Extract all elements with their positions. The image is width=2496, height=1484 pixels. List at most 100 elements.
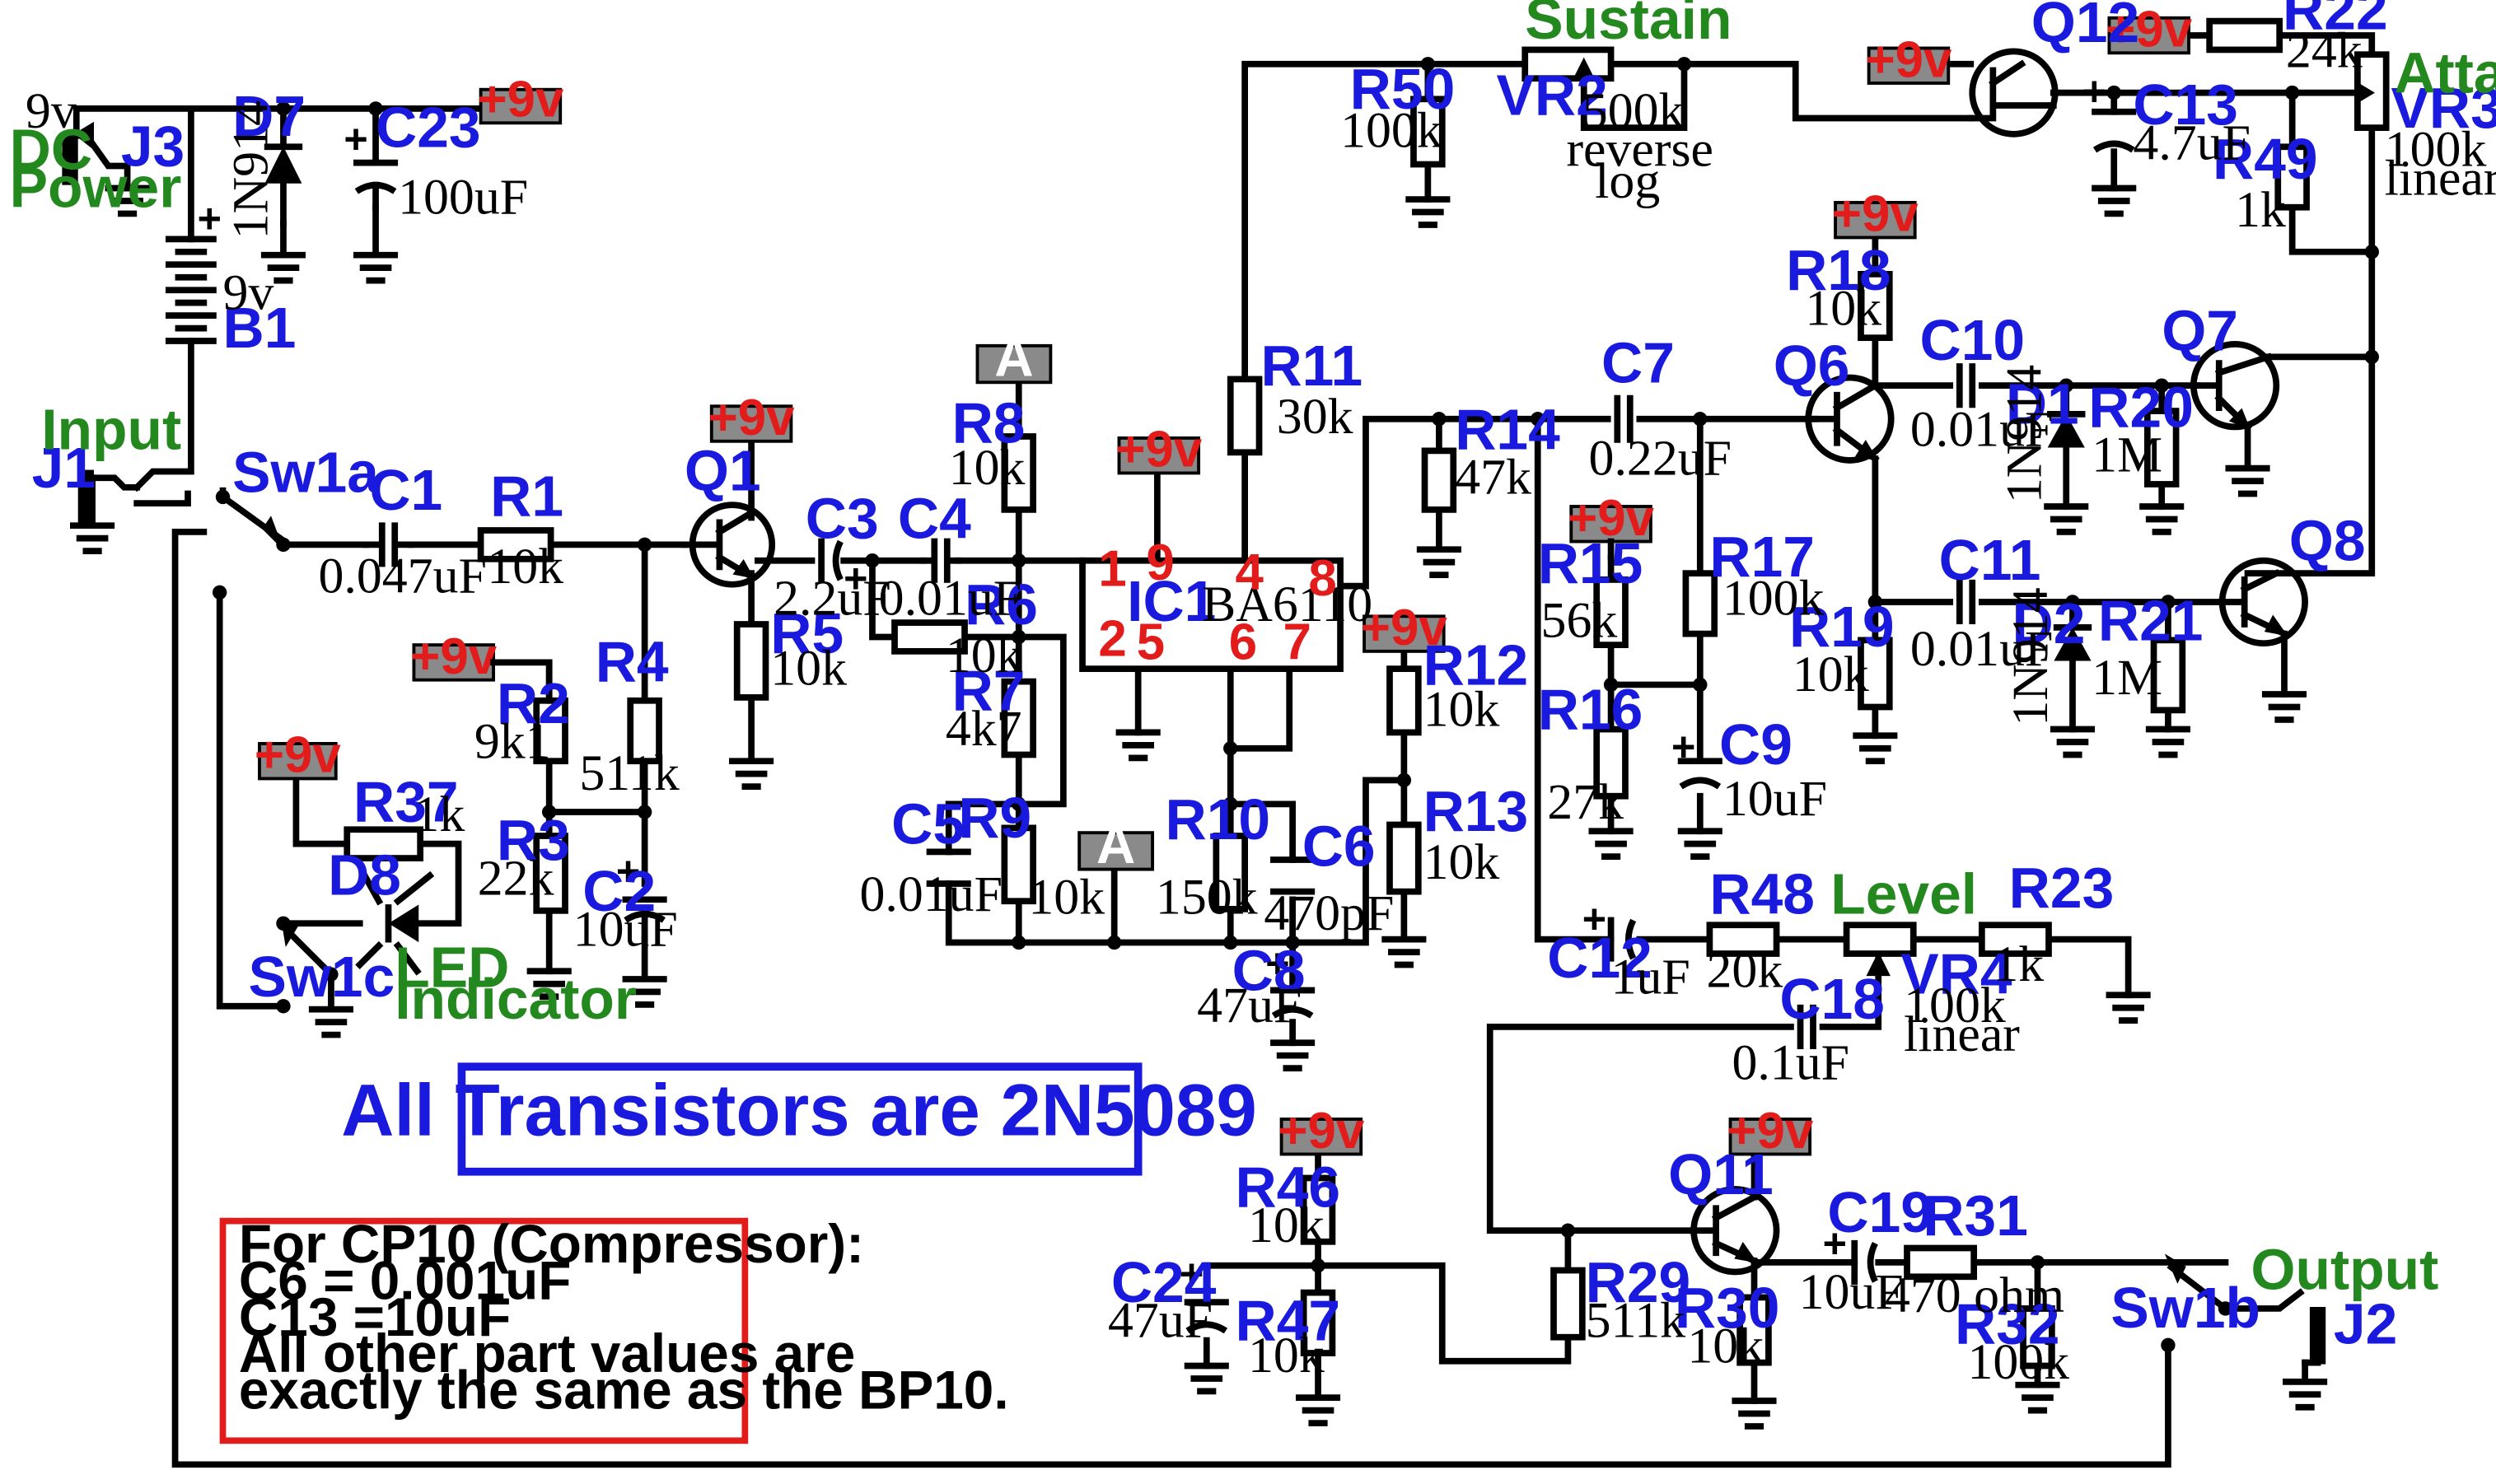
svg-text:47uF: 47uF — [1108, 1293, 1213, 1349]
svg-text:For CP10 (Compressor):: For CP10 (Compressor): — [239, 1214, 864, 1274]
svg-text:10k: 10k — [1423, 834, 1500, 890]
svg-text:+: + — [1582, 896, 1606, 942]
svg-text:R23: R23 — [2009, 856, 2115, 920]
capacitor-C18 — [1797, 1004, 1816, 1049]
svg-text:+9v: +9v — [1727, 1103, 1813, 1160]
svg-text:Q11: Q11 — [1668, 1142, 1774, 1206]
svg-text:C13: C13 — [2133, 72, 2238, 137]
rail-9v-q11: +9v — [1727, 1103, 1813, 1160]
jacks-switches: + — [62, 121, 2326, 1366]
svg-text:47uF: 47uF — [1197, 978, 1302, 1034]
svg-text:J3: J3 — [121, 114, 185, 178]
capacitor-C8: + — [1265, 940, 1316, 1019]
resistor-R48 — [1706, 922, 1780, 957]
rail-9v-r22: +9v — [2106, 2, 2192, 58]
svg-text:R12: R12 — [1423, 632, 1529, 697]
resistor-R18 — [1858, 271, 1893, 342]
svg-text:R32: R32 — [1955, 1291, 2060, 1356]
svg-text:R4: R4 — [596, 630, 669, 694]
svg-text:+: + — [1265, 940, 1289, 987]
ground-icon — [1270, 1039, 1316, 1072]
ground-icon — [2092, 184, 2137, 217]
svg-text:R7: R7 — [952, 658, 1026, 722]
svg-text:C6 = 0.001uF: C6 = 0.001uF — [239, 1250, 571, 1310]
led-D8 — [355, 868, 435, 976]
svg-text:R11: R11 — [1260, 334, 1363, 398]
svg-text:100k: 100k — [2385, 121, 2487, 177]
ground-icon — [308, 1006, 353, 1038]
potentiometer-VR2 — [1521, 46, 1615, 82]
svg-text:4k7: 4k7 — [946, 701, 1022, 757]
rail-9v-r2: +9v — [410, 628, 553, 704]
resistor-R12 — [1386, 665, 1422, 736]
svg-text:10k: 10k — [770, 640, 847, 696]
svg-text:R20: R20 — [2088, 375, 2194, 439]
svg-text:R30: R30 — [1675, 1276, 1780, 1340]
svg-text:Q1: Q1 — [685, 439, 761, 503]
resistor-R49 — [2274, 143, 2310, 211]
svg-text:0.22uF: 0.22uF — [1589, 430, 1732, 486]
ground-icon — [2015, 1381, 2060, 1414]
svg-text:+9v: +9v — [1568, 490, 1654, 547]
ic-part: BA6110 — [1202, 576, 1372, 632]
diode-D1 — [2047, 411, 2086, 448]
resistor-R3 — [533, 833, 568, 914]
svg-text:C10: C10 — [1919, 308, 2025, 372]
ground-icon — [2050, 726, 2096, 758]
svg-text:J2: J2 — [2334, 1291, 2397, 1356]
svg-text:+: + — [2082, 68, 2106, 114]
svg-text:A: A — [994, 328, 1033, 388]
switch-Sw1b — [2164, 1253, 2230, 1314]
svg-text:Q12: Q12 — [2031, 0, 2139, 54]
svg-text:R15: R15 — [1538, 531, 1643, 595]
svg-text:Level: Level — [1830, 862, 1977, 926]
svg-text:1N914: 1N914 — [223, 100, 279, 239]
svg-text:R13: R13 — [1423, 779, 1529, 843]
svg-text:R29: R29 — [1586, 1250, 1691, 1314]
ground-icon — [353, 203, 399, 284]
svg-text:D2: D2 — [2012, 591, 2086, 656]
svg-text:reverse: reverse — [1566, 121, 1713, 177]
svg-text:C8: C8 — [1232, 938, 1306, 1002]
transistor-note-text: All Transistors are 2N5089 — [341, 1069, 1257, 1150]
svg-text:R50: R50 — [1350, 57, 1456, 121]
svg-text:10k: 10k — [946, 628, 1022, 684]
capacitor-C4 — [919, 538, 962, 583]
svg-text:R3: R3 — [497, 808, 570, 872]
svg-text:9k1: 9k1 — [474, 713, 551, 769]
svg-text:+9v: +9v — [1832, 186, 1919, 243]
svg-text:R48: R48 — [1709, 862, 1815, 926]
svg-text:D7: D7 — [232, 84, 306, 148]
diodes — [264, 105, 2092, 976]
resistor-R9 — [1001, 824, 1036, 905]
potentiometer-VR3 — [2354, 51, 2390, 131]
svg-text:B1: B1 — [223, 296, 297, 360]
svg-text:2: 2 — [1098, 611, 1126, 668]
ground-icon — [2261, 691, 2307, 723]
svg-text:+9v: +9v — [410, 628, 497, 685]
svg-text:500k: 500k — [1582, 83, 1685, 139]
capacitor-C10 — [1956, 363, 1976, 408]
svg-text:C24: C24 — [1111, 1250, 1217, 1314]
resistor-R14 — [1421, 447, 1457, 513]
svg-text:C7: C7 — [1601, 330, 1675, 394]
svg-text:R46: R46 — [1236, 1155, 1341, 1219]
svg-text:2.2uF: 2.2uF — [774, 570, 891, 626]
svg-text:10k: 10k — [1248, 1197, 1325, 1253]
svg-text:1M: 1M — [2092, 427, 2162, 483]
resistor-R5 — [733, 621, 769, 701]
svg-text:1N914: 1N914 — [2003, 587, 2059, 726]
capacitor-C24: + — [1180, 1251, 1229, 1334]
dc-power-jack-J3 — [62, 121, 95, 185]
svg-text:Q7: Q7 — [2162, 299, 2238, 363]
ic-text: IC1 BA6110 1 2 4 5 6 7 8 9 — [1098, 534, 1372, 671]
resistor-R37 — [344, 826, 424, 861]
svg-text:log: log — [1595, 153, 1660, 209]
resistor-R11 — [1227, 376, 1263, 456]
svg-text:4.7uF: 4.7uF — [2133, 115, 2251, 171]
ground-icon — [1295, 1394, 1341, 1426]
svg-text:56k: 56k — [1541, 592, 1618, 648]
svg-text:C23: C23 — [376, 95, 481, 159]
svg-text:+9v: +9v — [1361, 600, 1447, 656]
svg-text:C18: C18 — [1779, 967, 1885, 1031]
